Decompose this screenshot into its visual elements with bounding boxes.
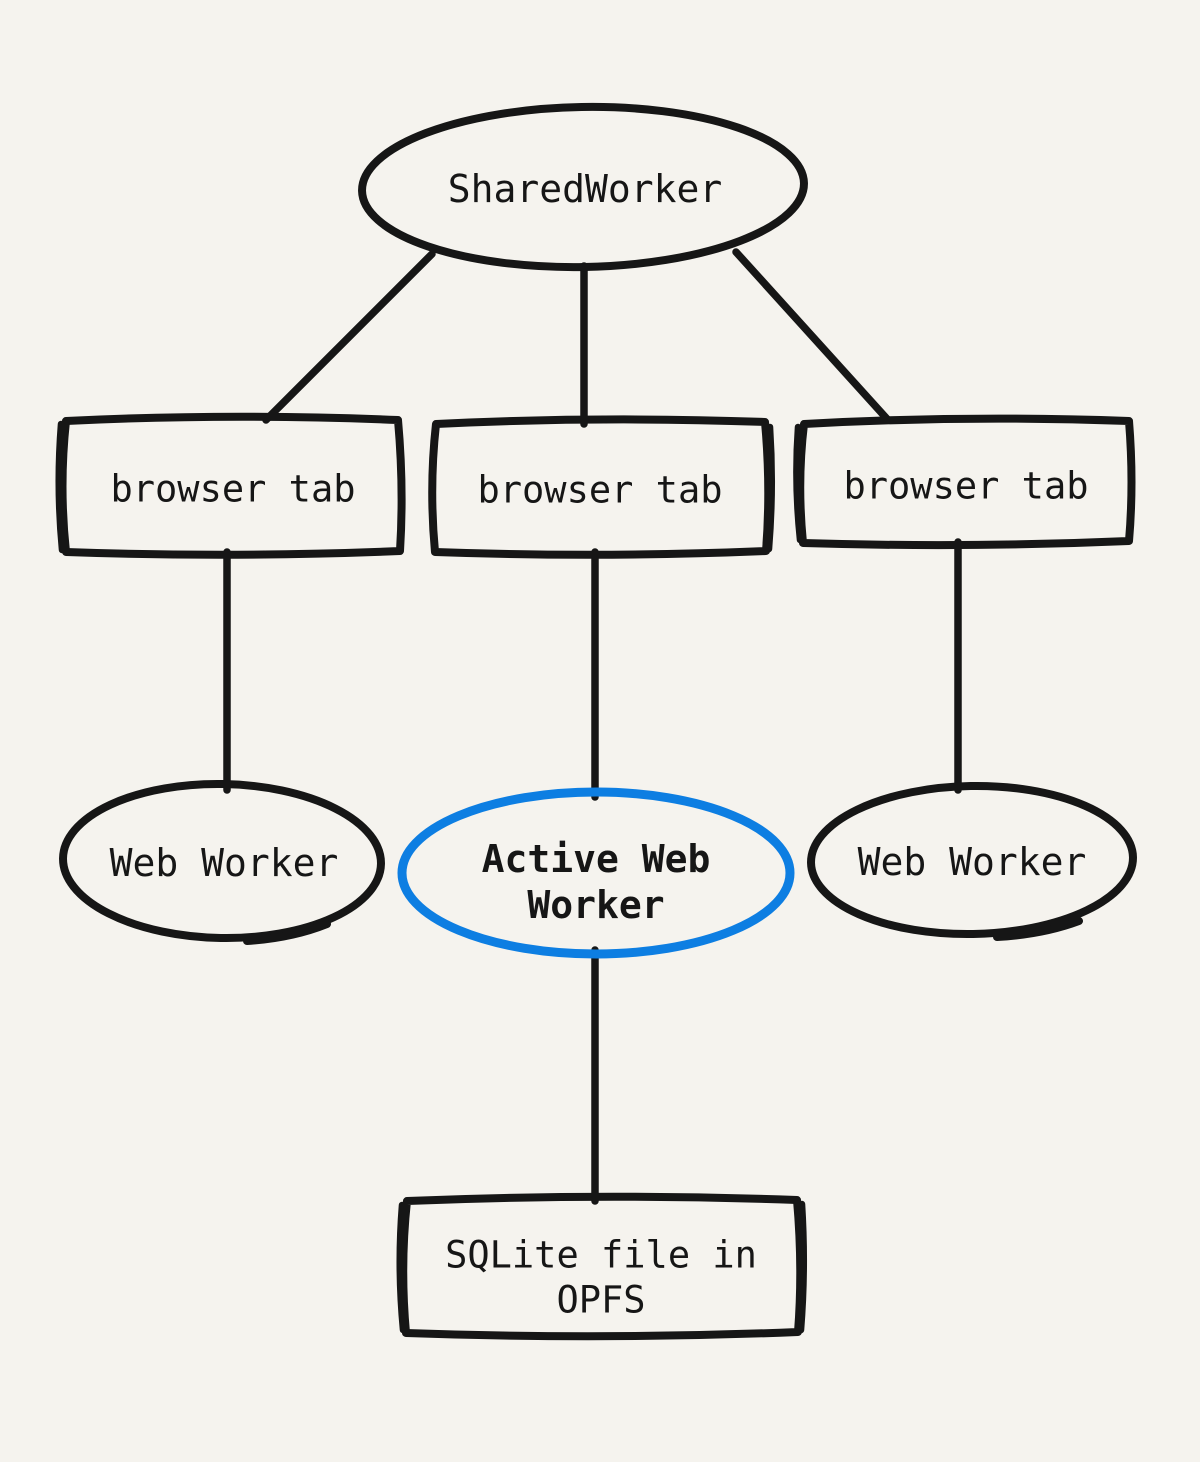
node-browser-tab-left: browser tab	[55, 412, 406, 559]
browser-tab-left-label: browser tab	[110, 468, 355, 511]
active-web-worker-label-line2: Worker	[527, 883, 664, 927]
sketch-overdraw	[396, 1201, 407, 1334]
node-shared-worker: SharedWorker	[358, 102, 808, 272]
browser-tab-center-label: browser tab	[477, 469, 722, 512]
sketch-overdraw	[797, 1200, 808, 1334]
node-browser-tab-right: browser tab	[793, 414, 1136, 550]
node-web-worker-left: Web Worker	[59, 779, 385, 945]
node-browser-tab-center: browser tab	[428, 415, 776, 559]
edge-sharedworker-tab-left	[262, 250, 436, 424]
active-web-worker-label-line1: Active Web	[482, 837, 711, 881]
web-worker-right-ellipse	[807, 781, 1137, 939]
sqlite-opfs-label-line1: SQLite file in	[445, 1234, 757, 1277]
web-worker-left-ellipse	[59, 779, 385, 943]
web-worker-left-label: Web Worker	[110, 841, 339, 885]
browser-tab-right-label: browser tab	[843, 465, 1088, 508]
active-web-worker-ellipse	[397, 787, 795, 959]
edges	[223, 248, 962, 1205]
web-worker-right-label: Web Worker	[858, 840, 1087, 884]
sketch-pen-tail	[243, 920, 331, 945]
node-web-worker-right: Web Worker	[807, 781, 1137, 941]
browser-tab-left-box	[58, 412, 406, 559]
node-sqlite-opfs: SQLite file in OPFS	[396, 1192, 808, 1341]
sketch-overdraw	[55, 420, 66, 554]
sketch-pen-tail	[993, 917, 1083, 941]
sketch-overdraw	[793, 423, 804, 544]
shared-worker-label: SharedWorker	[448, 167, 723, 211]
node-active-web-worker: Active Web Worker	[397, 787, 795, 959]
sketch-overdraw	[765, 423, 776, 553]
shared-worker-ellipse	[358, 102, 808, 272]
sqlite-opfs-label-line2: OPFS	[556, 1279, 645, 1322]
edge-sharedworker-tab-right	[732, 248, 892, 424]
browser-tab-center-box	[428, 415, 773, 559]
